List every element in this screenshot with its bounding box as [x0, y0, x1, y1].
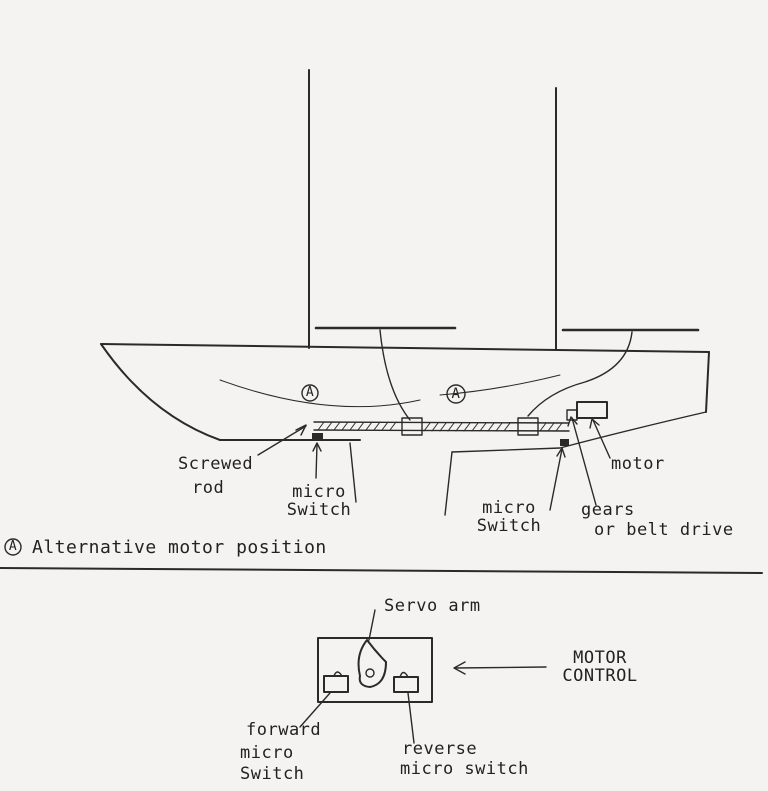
hull-deck — [100, 343, 710, 353]
label-forward-switch-line3: Switch — [240, 764, 305, 784]
label-screwed-rod-line1: Screwed — [178, 454, 254, 474]
legend-text: Alternative motor position — [32, 537, 327, 558]
label-motor: motor — [611, 454, 665, 474]
label-reverse-switch-line1: reverse — [402, 739, 478, 759]
reverse-switch-body — [393, 676, 419, 693]
label-screwed-rod-line2: rod — [192, 478, 225, 498]
micro-switch-left-mark — [312, 433, 323, 440]
label-micro-switch-left-line2: Switch — [286, 500, 352, 520]
label-micro-switch-right-line1: micro — [482, 498, 536, 518]
nut-aft — [517, 417, 539, 436]
reverse-switch-lever — [399, 671, 409, 678]
marker-a-left: A — [305, 385, 315, 400]
label-forward-switch-line2: micro — [240, 743, 294, 763]
nut-fore — [401, 417, 423, 436]
pointer-forward-switch — [299, 692, 331, 728]
forward-switch-lever — [333, 671, 343, 677]
hull-bow — [100, 343, 361, 441]
keel-rear — [444, 451, 453, 516]
label-reverse-switch-line2: micro switch — [400, 759, 529, 779]
arrowhead — [453, 661, 466, 675]
micro-switch-right-mark — [560, 439, 569, 446]
arrowhead — [556, 447, 566, 458]
pointer-screwed-rod — [257, 425, 307, 456]
marker-a-right: A — [451, 386, 461, 402]
legend-circle — [4, 538, 22, 556]
forward-switch-body — [323, 675, 349, 693]
pointer-gears — [571, 417, 597, 506]
label-micro-switch-right-line2: Switch — [476, 516, 542, 536]
pencil-guide — [439, 374, 561, 396]
pointer-servo-arm — [368, 609, 376, 641]
marker-circle — [301, 384, 319, 402]
label-gears-line2: or belt drive — [594, 520, 734, 540]
motor-box — [576, 401, 608, 419]
legend-marker: A — [8, 539, 18, 554]
pointer-motor-control — [454, 666, 547, 669]
label-gears-line1: gears — [581, 500, 635, 520]
sheet-line-aft — [527, 331, 633, 417]
marker-circle — [446, 384, 466, 404]
arrowhead — [312, 442, 322, 452]
label-motor-control-line1: MOTOR — [573, 648, 627, 668]
label-micro-switch-left-line1: micro — [292, 482, 346, 502]
motor-control-box — [317, 637, 433, 703]
pointer-micro-switch-right — [549, 448, 563, 511]
screwed-rod — [313, 421, 570, 432]
keel-front — [349, 442, 357, 503]
pointer-reverse-switch — [407, 692, 415, 744]
label-motor-control-line2: CONTROL — [562, 666, 638, 686]
section-divider — [0, 567, 763, 574]
pointer-motor — [592, 419, 611, 459]
pencil-guide — [219, 379, 421, 408]
arrowhead — [295, 424, 307, 436]
label-servo-arm: Servo arm — [384, 596, 481, 616]
label-forward-switch-line1: forward — [246, 720, 322, 740]
sheet-line-fore — [379, 329, 411, 421]
hull-stern-bottom — [451, 411, 707, 453]
servo-arm-shape — [357, 639, 387, 688]
hull-transom — [705, 351, 710, 413]
arrowhead — [567, 416, 578, 427]
pointer-micro-switch-left — [315, 443, 318, 479]
arrowhead — [589, 418, 600, 429]
servo-hub — [365, 668, 375, 678]
